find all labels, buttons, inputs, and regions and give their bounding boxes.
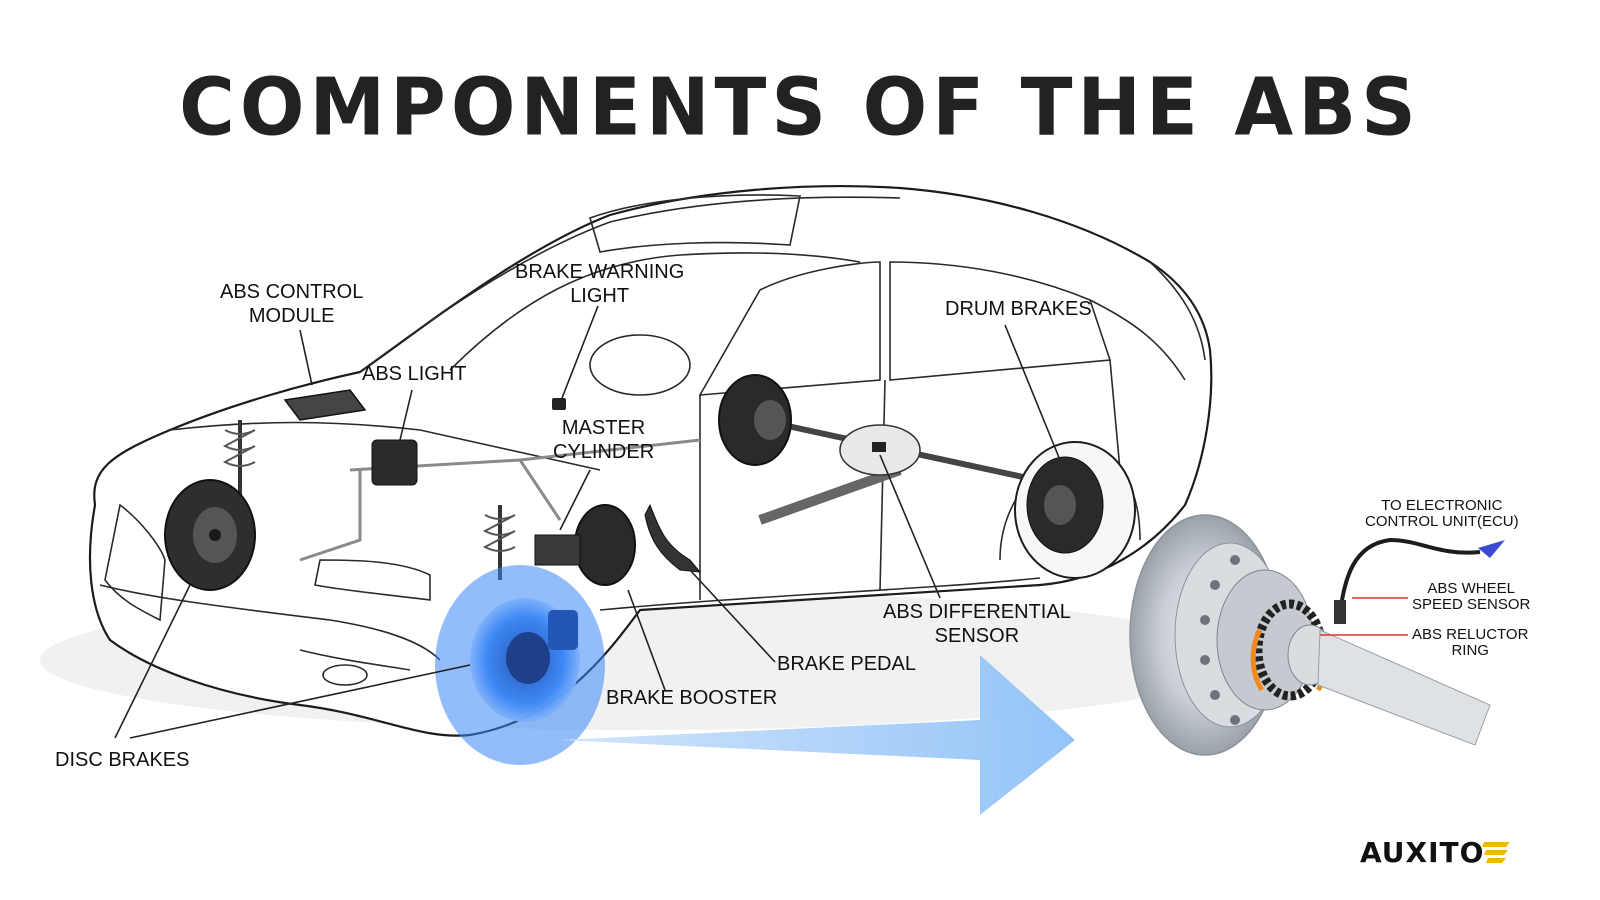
brand-logo-icon (1482, 842, 1510, 863)
rotor-detail-illustration (1129, 514, 1505, 756)
label-brake-warning-light: BRAKE WARNING LIGHT (515, 261, 685, 307)
label-disc-brakes: DISC BRAKES (55, 749, 190, 771)
sensor-leader-lines (1320, 597, 1408, 636)
drum-brake-rear-left (718, 374, 792, 466)
abs-light-part (371, 439, 418, 486)
differential-part (839, 424, 921, 476)
label-abs-wheel-speed-sensor: ABS WHEEL SPEED SENSOR (1412, 580, 1531, 613)
label-to-ecu: TO ELECTRONIC CONTROL UNIT(ECU) (1365, 497, 1519, 530)
zoom-arrow (560, 655, 1075, 815)
label-brake-pedal: BRAKE PEDAL (777, 653, 916, 675)
label-master-cylinder: MASTER CYLINDER (553, 417, 655, 463)
highlighted-disc-brake (435, 565, 605, 765)
label-drum-brakes: DRUM BRAKES (945, 298, 1092, 320)
label-abs-control-module: ABS CONTROL MODULE (220, 281, 364, 327)
label-abs-light: ABS LIGHT (362, 363, 467, 385)
diagram-title: COMPONENTS OF THE ABS (179, 59, 1421, 154)
label-abs-reluctor-ring: ABS RELUCTOR RING (1412, 626, 1529, 659)
label-abs-differential-sensor: ABS DIFFERENTIAL SENSOR (883, 601, 1071, 647)
brake-warning-light-part (552, 398, 566, 410)
front-disc-brake-left (164, 479, 256, 591)
brake-booster-part (534, 504, 636, 586)
label-brake-booster: BRAKE BOOSTER (606, 687, 778, 709)
drum-brake-rear-right (1014, 441, 1136, 579)
leader-lines (114, 305, 1061, 739)
abs-control-module-part (283, 389, 367, 421)
brand-logo-text: AUXITO (1360, 836, 1485, 869)
